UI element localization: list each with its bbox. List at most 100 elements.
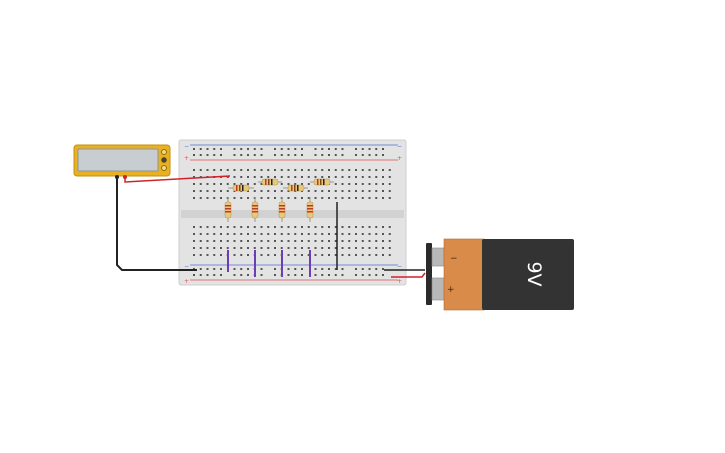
breadboard-hole[interactable] (287, 183, 290, 185)
breadboard-hole[interactable] (220, 247, 222, 249)
breadboard-hole[interactable] (314, 176, 317, 178)
breadboard-hole[interactable] (361, 247, 364, 249)
breadboard-hole[interactable] (294, 254, 297, 256)
breadboard-hole[interactable] (193, 274, 195, 276)
breadboard-hole[interactable] (206, 226, 209, 228)
breadboard-hole[interactable] (375, 226, 378, 228)
breadboard-hole[interactable] (328, 254, 330, 256)
breadboard-hole[interactable] (247, 233, 249, 235)
breadboard-hole[interactable] (328, 169, 330, 171)
breadboard-hole[interactable] (226, 240, 229, 242)
breadboard-hole[interactable] (314, 197, 317, 199)
resistor-horizontal[interactable] (310, 178, 334, 186)
breadboard-hole[interactable] (368, 254, 371, 256)
breadboard-hole[interactable] (253, 176, 256, 178)
resistor-horizontal[interactable] (283, 184, 308, 192)
breadboard-hole[interactable] (287, 154, 290, 156)
breadboard-hole[interactable] (382, 183, 384, 185)
wire-red-battery[interactable] (391, 272, 426, 278)
breadboard-hole[interactable] (274, 169, 276, 171)
breadboard-hole[interactable] (260, 254, 263, 256)
breadboard-hole[interactable] (247, 154, 249, 156)
breadboard-hole[interactable] (301, 197, 303, 199)
breadboard-hole[interactable] (233, 274, 236, 276)
breadboard-hole[interactable] (334, 169, 337, 171)
breadboard-hole[interactable] (274, 268, 276, 270)
breadboard-hole[interactable] (341, 268, 344, 270)
breadboard-hole[interactable] (267, 176, 270, 178)
breadboard-hole[interactable] (213, 148, 216, 150)
breadboard-hole[interactable] (213, 274, 216, 276)
breadboard-hole[interactable] (361, 197, 364, 199)
breadboard-hole[interactable] (247, 183, 249, 185)
breadboard-hole[interactable] (341, 190, 344, 192)
breadboard-hole[interactable] (382, 274, 384, 276)
breadboard-hole[interactable] (328, 268, 330, 270)
breadboard-hole[interactable] (274, 197, 276, 199)
breadboard-hole[interactable] (348, 190, 351, 192)
breadboard-hole[interactable] (260, 176, 263, 178)
breadboard-hole[interactable] (294, 169, 297, 171)
battery-clip[interactable] (426, 243, 432, 305)
breadboard-hole[interactable] (368, 240, 371, 242)
breadboard-hole[interactable] (307, 183, 310, 185)
breadboard-hole[interactable] (226, 247, 229, 249)
breadboard-hole[interactable] (294, 183, 297, 185)
multimeter[interactable] (73, 144, 171, 179)
breadboard-hole[interactable] (341, 148, 344, 150)
breadboard-hole[interactable] (307, 226, 310, 228)
breadboard-hole[interactable] (280, 183, 283, 185)
breadboard-hole[interactable] (321, 240, 324, 242)
breadboard-hole[interactable] (220, 254, 222, 256)
resistor-vertical[interactable] (224, 197, 232, 222)
breadboard-hole[interactable] (220, 274, 222, 276)
breadboard-hole[interactable] (287, 176, 290, 178)
breadboard-hole[interactable] (321, 154, 324, 156)
breadboard-hole[interactable] (213, 226, 216, 228)
breadboard-hole[interactable] (199, 254, 202, 256)
breadboard-hole[interactable] (274, 274, 276, 276)
breadboard-hole[interactable] (287, 274, 290, 276)
breadboard-hole[interactable] (321, 148, 324, 150)
breadboard-hole[interactable] (240, 233, 243, 235)
breadboard-hole[interactable] (220, 148, 222, 150)
breadboard-hole[interactable] (307, 197, 310, 199)
breadboard-hole[interactable] (388, 176, 391, 178)
breadboard-hole[interactable] (226, 169, 229, 171)
breadboard-hole[interactable] (328, 154, 330, 156)
breadboard-hole[interactable] (375, 148, 378, 150)
breadboard-hole[interactable] (355, 247, 357, 249)
breadboard[interactable]: − + − + − + − + (178, 139, 407, 286)
breadboard-hole[interactable] (247, 176, 249, 178)
breadboard-hole[interactable] (341, 274, 344, 276)
breadboard-hole[interactable] (361, 226, 364, 228)
breadboard-hole[interactable] (240, 176, 243, 178)
breadboard-hole[interactable] (301, 240, 303, 242)
breadboard-hole[interactable] (361, 254, 364, 256)
breadboard-hole[interactable] (233, 148, 236, 150)
breadboard-hole[interactable] (388, 169, 391, 171)
breadboard-hole[interactable] (321, 190, 324, 192)
breadboard-hole[interactable] (307, 254, 310, 256)
breadboard-hole[interactable] (321, 268, 324, 270)
breadboard-hole[interactable] (193, 183, 195, 185)
breadboard-hole[interactable] (280, 247, 283, 249)
breadboard-hole[interactable] (247, 169, 249, 171)
breadboard-hole[interactable] (382, 247, 384, 249)
breadboard-hole[interactable] (240, 197, 243, 199)
breadboard-hole[interactable] (193, 197, 195, 199)
breadboard-hole[interactable] (260, 247, 263, 249)
breadboard-hole[interactable] (314, 226, 317, 228)
breadboard-hole[interactable] (301, 254, 303, 256)
breadboard-hole[interactable] (341, 197, 344, 199)
breadboard-hole[interactable] (280, 226, 283, 228)
breadboard-hole[interactable] (368, 226, 371, 228)
wire-black-multimeter[interactable] (116, 177, 197, 271)
breadboard-hole[interactable] (213, 183, 216, 185)
breadboard-hole[interactable] (206, 154, 209, 156)
breadboard-hole[interactable] (307, 233, 310, 235)
breadboard-hole[interactable] (334, 268, 337, 270)
breadboard-hole[interactable] (253, 154, 256, 156)
breadboard-hole[interactable] (294, 197, 297, 199)
resistor-vertical[interactable] (278, 197, 286, 222)
